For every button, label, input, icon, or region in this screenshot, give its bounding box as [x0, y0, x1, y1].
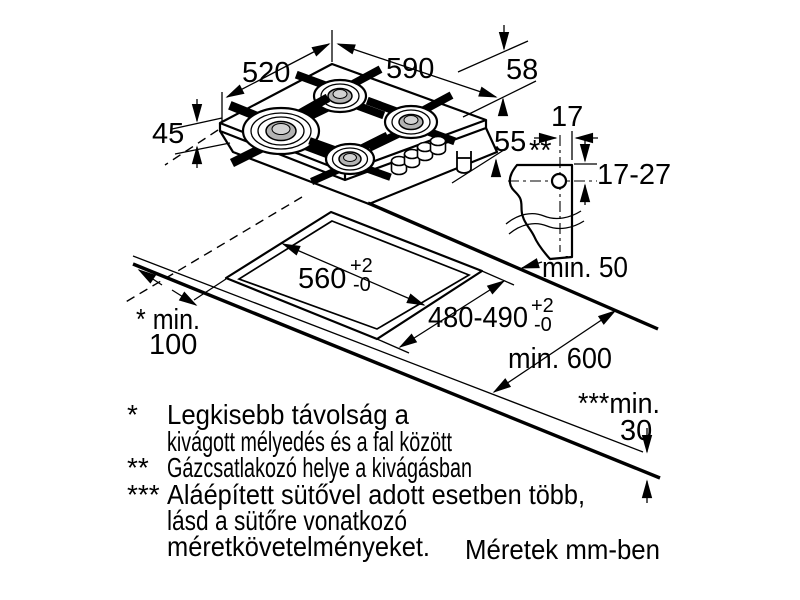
- dim-min30-value: 30: [620, 415, 652, 447]
- footnote-3-line-3: méretkövetelményeket.: [167, 531, 430, 562]
- dim-min100-arrow-cutout: [171, 289, 198, 306]
- units-note: Méretek mm-ben: [465, 534, 660, 565]
- dim-min-100: * min. 100: [136, 269, 227, 361]
- dim-min600-label: min. 600: [508, 343, 612, 375]
- dim-45-ref-top: [171, 117, 223, 130]
- dim-590: 590: [336, 43, 498, 98]
- dim-58-ref-top: [457, 40, 529, 73]
- gas-position-marker: **: [529, 135, 552, 167]
- dim-480-tol-minus: -0: [534, 314, 552, 336]
- dim-min-600: min. 600: [492, 310, 617, 393]
- dim-min50-arrow: [520, 258, 543, 269]
- dim-55-ref-bottom: [451, 147, 508, 184]
- burner-left: [228, 93, 334, 168]
- hob-housing: [219, 127, 499, 206]
- dim-55-label: 55: [494, 126, 526, 158]
- knob: [390, 155, 408, 176]
- dim-590-label: 590: [386, 53, 434, 85]
- footnote-2-line-1: Gázcsatlakozó helye a kivágásban: [167, 452, 472, 483]
- dim-min50-label: min. 50: [542, 252, 628, 284]
- leveling-foot: [456, 151, 472, 174]
- dim-480-ext-line-bottom: [376, 338, 410, 354]
- dim-480-ext-line-right: [481, 270, 515, 286]
- dim-min100-value: 100: [149, 329, 197, 361]
- dim-45-ref-bottom: [174, 142, 231, 155]
- dim-520-label: 520: [242, 57, 290, 89]
- footnote-3-line-2: lásd a sütőre vonatkozó: [167, 505, 407, 536]
- knob: [429, 135, 447, 156]
- projection-dashed-line-front: [123, 196, 303, 304]
- dim-45: 45: [152, 99, 231, 168]
- dim-min30-label: ***min.: [578, 388, 660, 420]
- dim-58-label: 58: [506, 54, 538, 86]
- dim-480-label: 480-490: [428, 302, 528, 334]
- gas-connection-detail: 17 ** 17-27 min. 50: [505, 101, 671, 284]
- control-knobs: [390, 135, 447, 176]
- worktop: [132, 201, 661, 480]
- dim-min100-label: * min.: [136, 304, 200, 336]
- dim-min-30: ***min. 30: [578, 388, 660, 503]
- dim-1727-label: 17-27: [597, 159, 671, 191]
- dim-58: 58: [457, 25, 538, 118]
- worktop-front-bottom-edge: [132, 262, 661, 480]
- dim-min100-ext-line: [193, 278, 227, 301]
- footnote-3-line-1: Aláépített sütővel adott esetben több,: [167, 479, 585, 510]
- burner-right: [365, 91, 457, 152]
- worktop-rear-wall-edge: [367, 201, 659, 331]
- worktop-front-top-edge: [132, 255, 644, 453]
- dim-560-tol-minus: -0: [353, 274, 371, 296]
- footnote-1-line-2: kivágott mélyedés és a fal között: [167, 426, 452, 457]
- dim-560-label: 560: [298, 263, 346, 295]
- footnotes: * Legkisebb távolság a kivágott mélyedés…: [127, 399, 585, 562]
- dim-520: 520: [221, 30, 333, 122]
- dim-480-line: [398, 280, 506, 348]
- footnote-3-marker: ***: [127, 479, 160, 510]
- detail-break-line-2: [508, 220, 585, 235]
- gas-connection-hole: [550, 172, 568, 190]
- burner-front: [308, 131, 392, 185]
- dim-55: 55: [451, 126, 526, 184]
- dim-590-line: [336, 43, 498, 98]
- footnote-1-marker: *: [127, 399, 138, 430]
- dim-min600-line: [492, 310, 617, 393]
- footnote-2-marker: **: [127, 452, 149, 483]
- footnote-1-line-1: Legkisebb távolság a: [167, 399, 409, 430]
- dim-560-tol-plus: +2: [350, 255, 373, 277]
- projection-dashed-line-left: [164, 129, 219, 166]
- dim-520-line: [225, 43, 331, 98]
- dim-45-label: 45: [152, 118, 184, 150]
- dim-min100-arrow-wall: [137, 269, 163, 286]
- detail-break-line-1: [505, 210, 582, 225]
- dim-17-label: 17: [551, 101, 583, 133]
